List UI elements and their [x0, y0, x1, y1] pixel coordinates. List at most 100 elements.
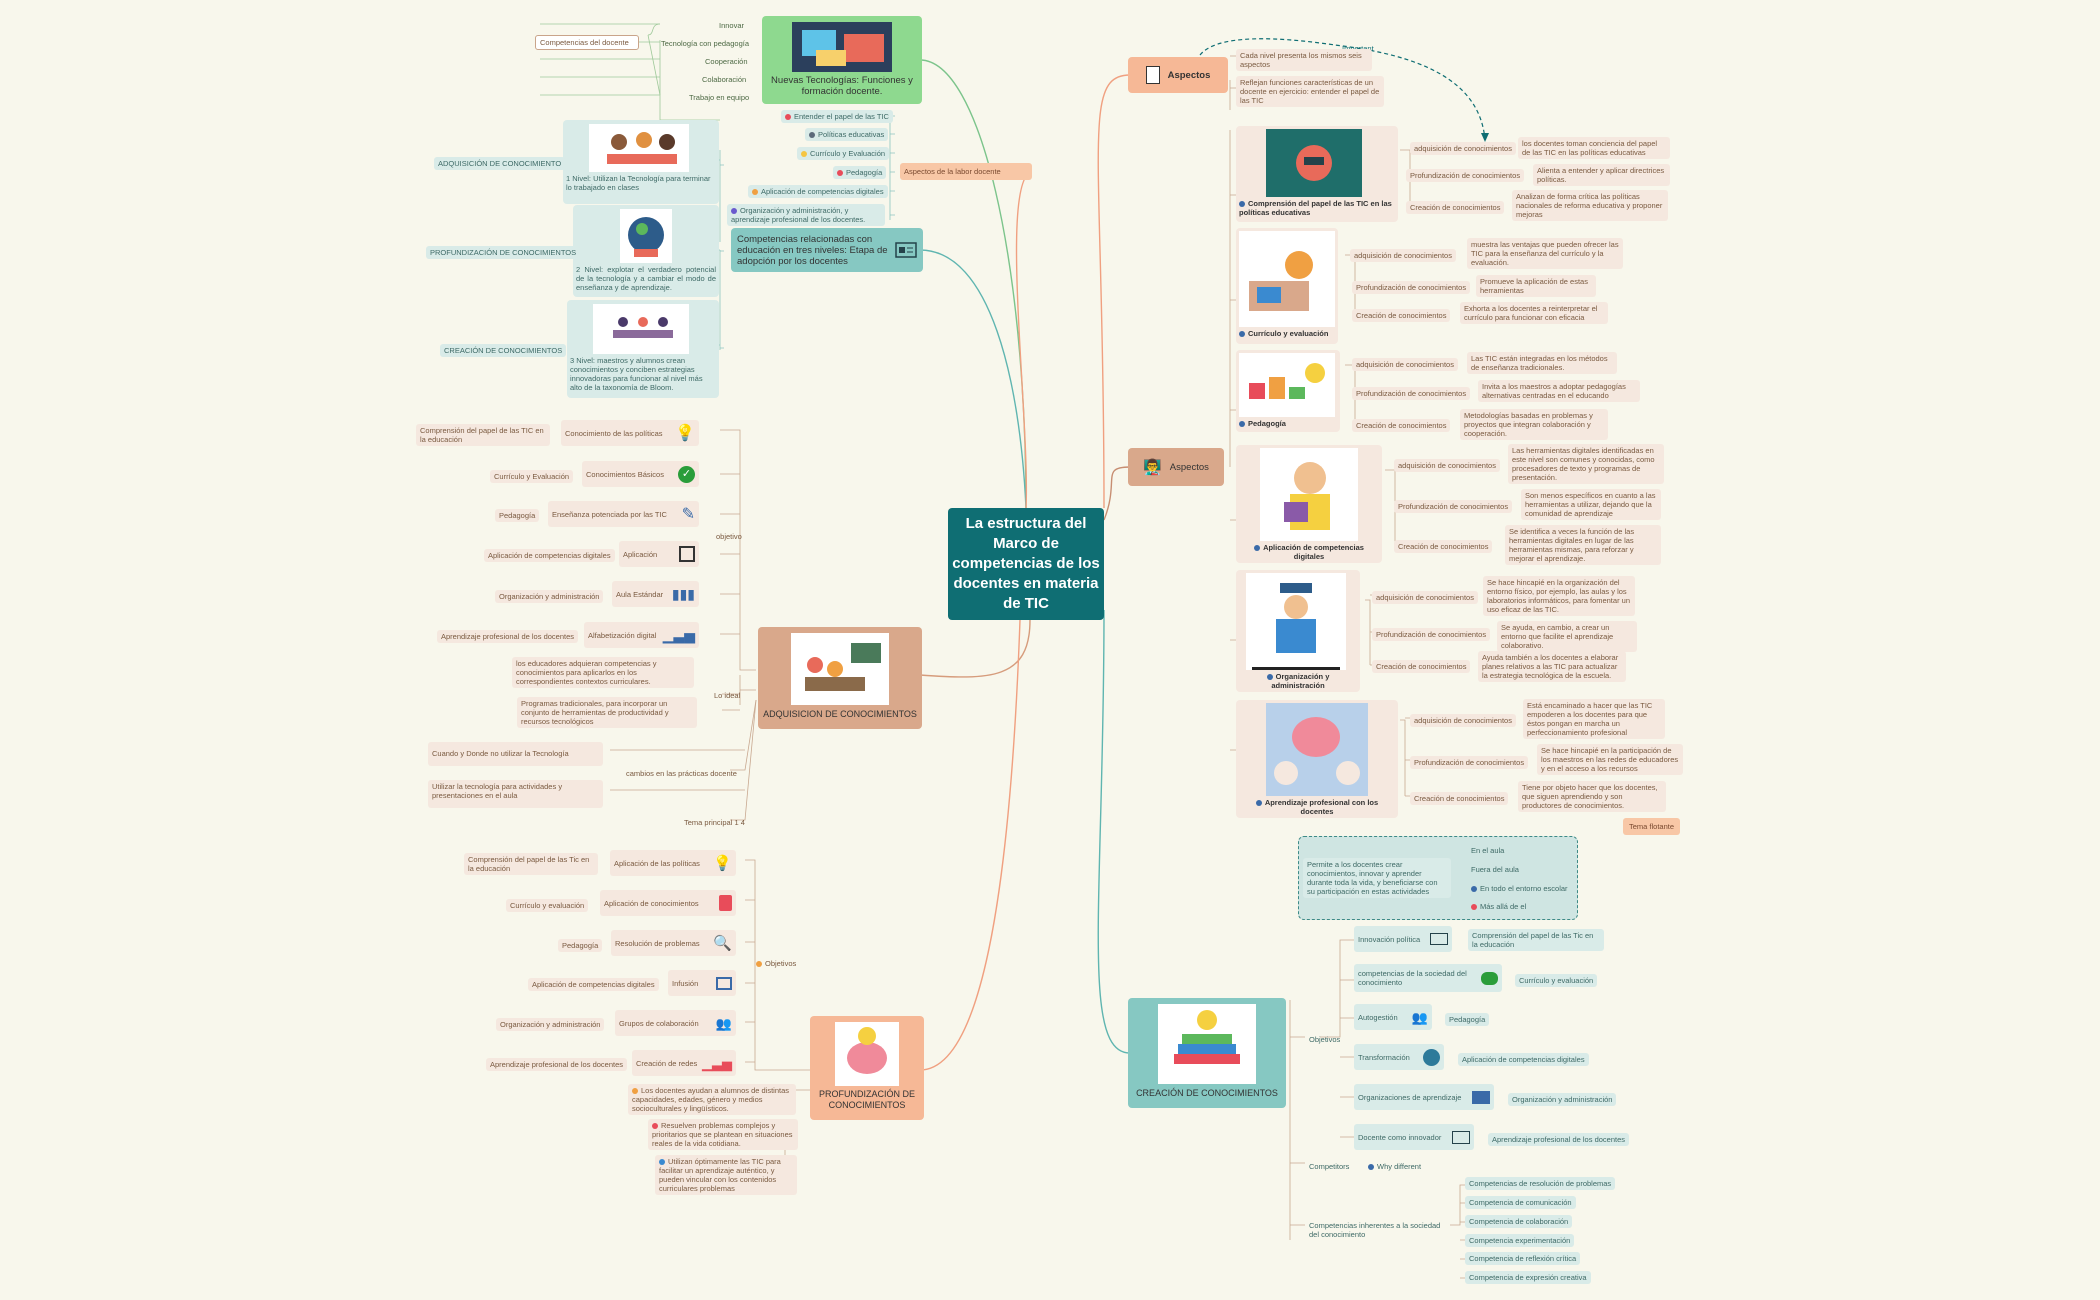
central-topic[interactable]: La estructura del Marco de competencias …: [948, 508, 1104, 620]
idea-2[interactable]: Programas tradicionales, para incorporar…: [517, 697, 697, 728]
t5-v1[interactable]: Se hace hincapié en la organización del …: [1483, 576, 1635, 616]
tema-flotante[interactable]: Tema flotante: [1623, 818, 1681, 835]
nivel-1-card[interactable]: 1 Nivel: Utilizan la Tecnología para ter…: [563, 120, 719, 204]
t6-k3[interactable]: Creación de conocimientos: [1410, 792, 1509, 805]
topic-1-card[interactable]: Comprensión del papel de las TIC en las …: [1236, 126, 1398, 222]
nivel-3-label[interactable]: CREACIÓN DE CONOCIMIENTOS: [440, 344, 567, 357]
prof-right-6[interactable]: Creación de redes▁▃▅: [632, 1050, 736, 1076]
prof-left-1[interactable]: Comprensión del papel de las Tic en la e…: [464, 853, 598, 875]
t3-v2[interactable]: Invita a los maestros a adoptar pedagogí…: [1478, 380, 1640, 402]
inherente-5[interactable]: Competencia de reflexión crítica: [1465, 1252, 1581, 1265]
idea-1[interactable]: los educadores adquieran competencias y …: [512, 657, 694, 688]
topic-4-card[interactable]: Aplicación de competencias digitales: [1236, 445, 1382, 563]
profundizacion-node[interactable]: PROFUNDIZACIÓN DE CONOCIMIENTOS: [810, 1016, 924, 1120]
cre-left-3[interactable]: Autogestión👥: [1354, 1004, 1432, 1030]
t6-k2[interactable]: Profundización de conocimientos: [1410, 756, 1529, 769]
nivel-1-label[interactable]: ADQUISICIÓN DE CONOCIMIENTO: [434, 157, 566, 170]
obj-left-5[interactable]: Organización y administración: [495, 590, 604, 603]
competencias-docente-label[interactable]: Competencias del docente: [535, 35, 639, 50]
t2-v1[interactable]: muestra las ventajas que pueden ofrecer …: [1467, 238, 1623, 269]
nivel-2-card[interactable]: 2 Nivel: explotar el verdadero potencial…: [573, 205, 719, 297]
t5-v2[interactable]: Se ayuda, en cambio, a crear un entorno …: [1497, 621, 1637, 652]
prof-note-2[interactable]: Resuelven problemas complejos y priorita…: [648, 1119, 798, 1150]
prof-right-4[interactable]: Infusión: [668, 970, 736, 996]
niveles-node[interactable]: Competencias relacionadas con educación …: [731, 228, 923, 272]
cre-left-4[interactable]: Transformación: [1354, 1044, 1444, 1070]
prof-right-2[interactable]: Aplicación de conocimientos: [600, 890, 736, 916]
labor-item-4[interactable]: Pedagogía: [833, 166, 887, 179]
ideas-label[interactable]: Lo ideal: [714, 691, 741, 700]
obj-left-1[interactable]: Comprensión del papel de las TIC en la e…: [416, 424, 550, 446]
obj-right-2[interactable]: Conocimientos Básicos✓: [582, 461, 699, 487]
t4-v2[interactable]: Son menos específicos en cuanto a las he…: [1521, 489, 1661, 520]
prof-right-3[interactable]: Resolución de problemas🔍: [611, 930, 736, 956]
cre-right-4[interactable]: Aplicación de competencias digitales: [1458, 1053, 1589, 1066]
cambios-label[interactable]: cambios en las prácticas docente: [626, 769, 737, 778]
prof-right-5[interactable]: Grupos de colaboración👥: [615, 1010, 736, 1036]
obj-left-4[interactable]: Aplicación de competencias digitales: [484, 549, 615, 562]
tema-principal[interactable]: Tema principal 1 4: [684, 818, 745, 827]
topic-6-card[interactable]: Aprendizaje profesional con los docentes: [1236, 700, 1398, 818]
t4-k1[interactable]: adquisición de conocimientos: [1394, 459, 1500, 472]
labor-item-3[interactable]: Currículo y Evaluación: [797, 147, 890, 160]
cambio-2[interactable]: Utilizar la tecnología para actividades …: [428, 780, 603, 808]
aspectos-node[interactable]: 👨‍🏫 Aspectos: [1128, 448, 1224, 486]
t4-v1[interactable]: Las herramientas digitales identificadas…: [1508, 444, 1664, 484]
t6-v1[interactable]: Está encaminado a hacer que las TIC empo…: [1523, 699, 1665, 739]
boundary-item-3[interactable]: En todo el entorno escolar: [1467, 882, 1572, 895]
important-relation[interactable]: Important: [1338, 42, 1378, 55]
cre-right-3[interactable]: Pedagogía: [1445, 1013, 1490, 1026]
prof-left-3[interactable]: Pedagogía: [558, 939, 603, 952]
obj-right-1[interactable]: Conocimiento de las políticas💡: [561, 420, 699, 446]
cre-left-1[interactable]: Innovación política: [1354, 926, 1452, 952]
obj-right-6[interactable]: Alfabetización digital▁▃▅: [584, 622, 699, 648]
inherente-3[interactable]: Competencia de colaboración: [1465, 1215, 1573, 1228]
t1-v1[interactable]: los docentes toman conciencia del papel …: [1518, 137, 1670, 159]
inherente-1[interactable]: Competencias de resolución de problemas: [1465, 1177, 1616, 1190]
topic-5-card[interactable]: Organización y administración: [1236, 570, 1360, 692]
prof-left-4[interactable]: Aplicación de competencias digitales: [528, 978, 659, 991]
t3-k3[interactable]: Creación de conocimientos: [1352, 419, 1451, 432]
t2-v3[interactable]: Exhorta a los docentes a reinterpretar e…: [1460, 302, 1608, 324]
inherente-6[interactable]: Competencia de expresión creativa: [1465, 1271, 1591, 1284]
cre-left-6[interactable]: Docente como innovador: [1354, 1124, 1474, 1150]
t6-v2[interactable]: Se hace hincapié en la participación de …: [1537, 744, 1683, 775]
t4-k2[interactable]: Profundización de conocimientos: [1394, 500, 1513, 513]
obj-left-6[interactable]: Aprendizaje profesional de los docentes: [437, 630, 579, 643]
competitors-label[interactable]: Competitors: [1309, 1162, 1350, 1171]
objetivo-label[interactable]: objetivo: [716, 532, 742, 541]
t6-k1[interactable]: adquisición de conocimientos: [1410, 714, 1516, 727]
creacion-node[interactable]: CREACIÓN DE CONOCIMIENTOS: [1128, 998, 1286, 1108]
prof-note-3[interactable]: Utilizan óptimamente las TIC para facili…: [655, 1155, 797, 1195]
aspectos-top-item-2[interactable]: Reflejan funciones características de un…: [1236, 76, 1384, 107]
t3-v1[interactable]: Las TIC están integradas en los métodos …: [1467, 352, 1617, 374]
labor-item-1[interactable]: Entender el papel de las TIC: [781, 110, 893, 123]
nuevas-tecnologias-node[interactable]: Nuevas Tecnologías: Funciones y formació…: [762, 16, 922, 104]
t1-k3[interactable]: Creación de conocimientos: [1406, 201, 1505, 214]
t5-k3[interactable]: Creación de conocimientos: [1372, 660, 1471, 673]
t2-k2[interactable]: Profundización de conocimientos: [1352, 281, 1471, 294]
obj-right-3[interactable]: Enseñanza potenciada por las TIC✎: [548, 501, 699, 527]
t5-v3[interactable]: Ayuda también a los docentes a elaborar …: [1478, 651, 1626, 682]
prof-right-1[interactable]: Aplicación de las políticas💡: [610, 850, 736, 876]
t1-k2[interactable]: Profundización de conocimientos: [1406, 169, 1525, 182]
prof-note-1[interactable]: Los docentes ayudan a alumnos de distint…: [628, 1084, 796, 1115]
t2-v2[interactable]: Promueve la aplicación de estas herramie…: [1476, 275, 1596, 297]
cre-right-6[interactable]: Aprendizaje profesional de los docentes: [1488, 1133, 1630, 1146]
aspectos-top-node[interactable]: Aspectos: [1128, 57, 1228, 93]
labor-item-6[interactable]: Organización y administración, y aprendi…: [727, 204, 885, 226]
nivel-2-label[interactable]: PROFUNDIZACIÓN DE CONOCIMIENTOS: [426, 246, 581, 259]
inherentes-label[interactable]: Competencias inherentes a la sociedad de…: [1309, 1221, 1441, 1239]
cre-right-1[interactable]: Comprensión del papel de las Tic en la e…: [1468, 929, 1604, 951]
cre-right-5[interactable]: Organización y administración: [1508, 1093, 1617, 1106]
boundary-item-2[interactable]: Fuera del aula: [1471, 865, 1519, 874]
adquisicion-node[interactable]: ADQUISICION DE CONOCIMIENTOS: [758, 627, 922, 729]
t3-v3[interactable]: Metodologías basadas en problemas y proy…: [1460, 409, 1608, 440]
obj-left-3[interactable]: Pedagogía: [495, 509, 540, 522]
t2-k1[interactable]: adquisición de conocimientos: [1350, 249, 1456, 262]
nuevas-item-1[interactable]: Innovar: [719, 21, 745, 30]
inherente-2[interactable]: Competencia de comunicación: [1465, 1196, 1576, 1209]
labor-item-5[interactable]: Aplicación de competencias digitales: [748, 185, 888, 198]
cre-left-2[interactable]: competencias de la sociedad del conocimi…: [1354, 964, 1502, 992]
nivel-3-card[interactable]: 3 Nivel: maestros y alumnos crean conoci…: [567, 300, 719, 398]
